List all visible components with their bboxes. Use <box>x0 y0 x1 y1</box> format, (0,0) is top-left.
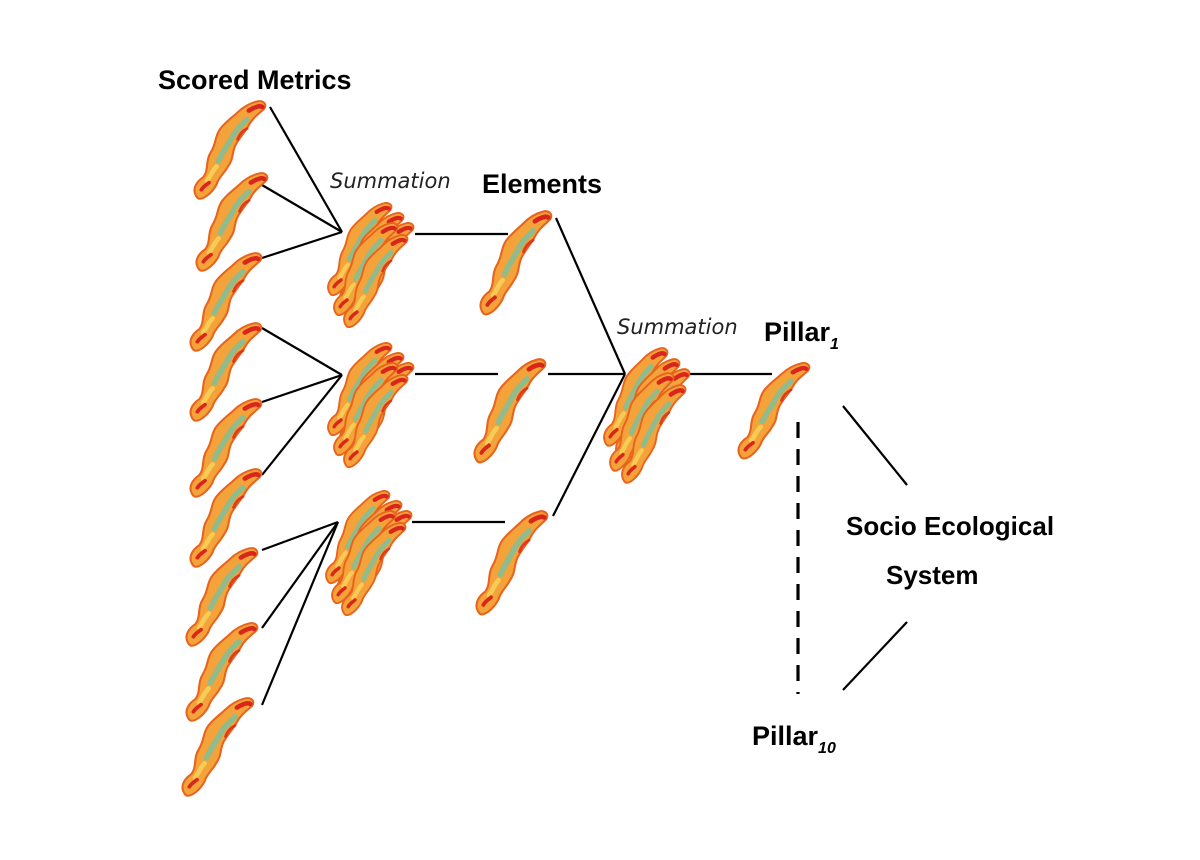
summation-stack-1 <box>328 203 413 327</box>
scored-metrics-label: Scored Metrics <box>158 65 352 95</box>
elements-column <box>474 211 551 614</box>
scored-metrics-column <box>182 101 267 796</box>
edge-metric-6 <box>261 374 343 476</box>
summation-stack-2 <box>328 343 413 467</box>
element-map-1 <box>480 211 551 314</box>
pillar-10-label: Pillar10 <box>752 721 836 757</box>
metric-connectors <box>260 106 343 706</box>
summation-label-1: Summation <box>330 169 451 193</box>
edge-element3-pillarsum <box>552 373 626 517</box>
element-map-3 <box>476 511 547 614</box>
element-connectors <box>412 217 772 524</box>
edge-metric-2 <box>261 184 343 233</box>
edge-metric-9 <box>260 521 340 706</box>
pillar-10-subscript: 10 <box>818 740 836 757</box>
edge-metric-4 <box>261 327 343 376</box>
pillar-1-subscript: 1 <box>830 336 839 353</box>
pillar-1-map <box>738 363 809 458</box>
elements-label: Elements <box>482 169 602 199</box>
ses-label-line1: Socio Ecological <box>846 511 1054 541</box>
ses-label-line2: System <box>886 560 979 590</box>
pillar-1-base: Pillar <box>764 317 831 347</box>
edge-metric-1 <box>269 106 343 233</box>
edge-metric-7 <box>261 520 339 552</box>
pillar-1-label: Pillar1 <box>764 317 839 353</box>
summation-label-2: Summation <box>617 315 738 339</box>
edge-metric-8 <box>261 521 339 629</box>
pillar-10-base: Pillar <box>752 721 819 751</box>
pillar-summation-stack <box>604 348 689 483</box>
ses-bracket-bottom <box>842 621 908 691</box>
summation-stack-3 <box>326 491 411 615</box>
edge-element1-pillarsum <box>554 217 627 375</box>
ses-bracket-top <box>842 405 908 486</box>
edge-metric-3 <box>261 230 343 260</box>
edge-metric-5 <box>261 373 343 404</box>
